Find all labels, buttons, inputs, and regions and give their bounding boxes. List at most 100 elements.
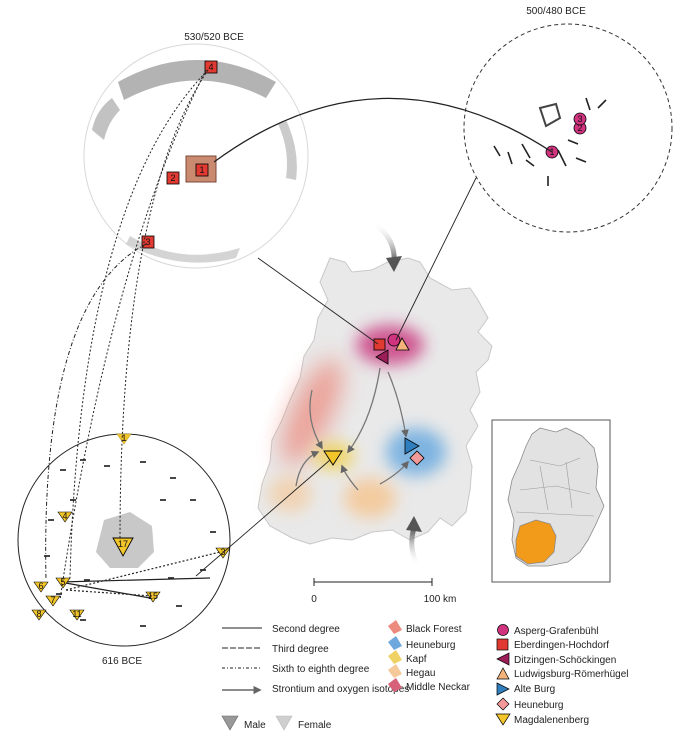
legend-site-4: Alte Burg [514, 684, 555, 695]
magdalenenberg-period: 616 BCE [102, 656, 142, 667]
link-magdalenenberg-map [195, 459, 331, 577]
region-hegau [344, 478, 396, 518]
burial-8 [31, 609, 47, 621]
link-burial4-m2 [119, 69, 209, 541]
legend-male-icon [221, 715, 239, 731]
burial-6 [33, 581, 49, 593]
site-magdalenenberg-triangle [323, 450, 343, 466]
legend-lines: Second degree Third degree Sixth to eigh… [221, 624, 409, 731]
grave-pattern [44, 459, 216, 627]
burial-1 [116, 433, 132, 445]
isotope-arrow-2 [347, 367, 381, 454]
legend-site-icon-2 [496, 652, 510, 666]
burial-11 [69, 609, 85, 621]
legend-site-3: Ludwigsburg-Römerhügel [514, 669, 629, 680]
hochdorf-panel: 530/520 BCE 1 2 3 4 [83, 32, 309, 269]
legend-site-icon-6 [495, 713, 511, 726]
inset-baden-wuerttemberg [515, 519, 557, 565]
burial-6-label: 6 [38, 581, 43, 591]
legend-male: Male [244, 720, 266, 731]
legend-region-icon-0 [388, 620, 402, 634]
isotope-arrow-6 [295, 450, 320, 487]
legend-site-6: Magdalenenberg [514, 715, 589, 726]
legend-site-icon-4 [496, 682, 510, 696]
legend-region-icon-2 [388, 650, 402, 664]
link-burial4-m1 [69, 69, 209, 579]
legend-region-1: Heuneburg [406, 640, 455, 651]
site-roemerhuegel-triangle [395, 337, 410, 351]
site-hochdorf-square [373, 338, 386, 351]
burial-15 [145, 591, 161, 603]
legend-second-degree: Second degree [272, 624, 340, 635]
burial-15-label: 15 [148, 591, 158, 601]
link-hochdorf-asperg [213, 97, 553, 163]
inset-state-lines [515, 457, 595, 517]
magdalenenberg-panel: 616 BCE 17 1 3 4 5 6 [17, 433, 231, 667]
burial-3-label: 3 [220, 547, 225, 557]
legend-third-degree: Third degree [272, 644, 329, 655]
legend-sites: Asperg-Grafenbühl Eberdingen-Hochdorf Di… [495, 624, 629, 726]
burial-17 [112, 537, 134, 557]
legend-region-icon-4 [388, 678, 402, 692]
asperg-burial-2-label: 2 [577, 123, 582, 133]
region-middle-neckar [356, 325, 424, 365]
link-hochdorf-map [257, 257, 379, 345]
magdalenenberg-burials: 17 1 3 4 5 6 7 8 11 15 [31, 433, 231, 621]
legend-region-3: Hegau [406, 668, 435, 679]
grave-marks [493, 97, 607, 186]
burial-7 [45, 595, 61, 607]
legend-regions: Black Forest Heuneburg Kapf Hegau Middle… [388, 620, 471, 693]
burial-4-label: 4 [62, 511, 67, 521]
inflow-arrow-south [409, 527, 421, 568]
legend-sixth-to-eighth: Sixth to eighth degree [272, 664, 370, 675]
burial-1-label: 1 [121, 433, 126, 443]
legend-site-icon-3 [496, 667, 510, 680]
asperg-circle [463, 23, 673, 233]
post-line-a [59, 577, 211, 583]
region-black-forest [281, 358, 343, 466]
legend-isotopes-1: Strontium and oxygen isotopes [272, 684, 409, 695]
germany-inset [491, 419, 611, 583]
inflow-arrow-south-head [406, 516, 422, 532]
chamber-outline [538, 102, 562, 128]
link-burial4-m3 [59, 69, 207, 601]
excavation-noise-right [278, 120, 297, 180]
asperg-period: 500/480 BCE [526, 6, 586, 17]
legend-site-icon-0 [497, 624, 509, 636]
link-asperg-map [395, 177, 477, 341]
link-magdalenenberg-3 [65, 551, 221, 591]
legend-female-icon [275, 715, 293, 731]
inflow-arrow-north-head [386, 256, 402, 272]
hochdorf-burial-3-label: 3 [145, 237, 150, 247]
site-schoeckingen-triangle [375, 349, 389, 365]
burial-4 [57, 511, 73, 523]
legend-region-4: Middle Neckar [406, 682, 471, 693]
scale-end-label: 100 km [424, 594, 457, 605]
inflow-arrow-north [370, 219, 397, 263]
isotope-arrow-3 [387, 371, 409, 438]
legend-region-icon-1 [388, 636, 402, 650]
excavation-noise-top [118, 60, 276, 100]
legend-region-0: Black Forest [406, 624, 462, 635]
legend-site-0: Asperg-Grafenbühl [514, 626, 599, 637]
legend-female: Female [298, 720, 332, 731]
legend-site-icon-1 [496, 638, 509, 651]
hochdorf-burial-2 [166, 171, 180, 185]
legend-site-5: Heuneburg [514, 700, 563, 711]
site-heuneburg-diamond [409, 450, 425, 466]
kinship-lines [45, 69, 553, 601]
hochdorf-burial-2-label: 2 [170, 173, 175, 183]
hochdorf-burial-1-label: 1 [199, 165, 204, 175]
hochdorf-period: 530/520 BCE [184, 32, 244, 43]
state-map: 0 100 km [257, 219, 493, 605]
legend-region-icon-3 [388, 664, 402, 678]
burial-11-label: 11 [72, 609, 81, 619]
isotope-arrow-1 [309, 389, 323, 450]
site-alte-burg-triangle [404, 437, 420, 455]
excavation-noise-bottom [126, 236, 240, 263]
legend-region-2: Kapf [406, 654, 427, 665]
burial-7-label: 7 [50, 595, 55, 605]
legend-site-icon-5 [496, 697, 510, 711]
